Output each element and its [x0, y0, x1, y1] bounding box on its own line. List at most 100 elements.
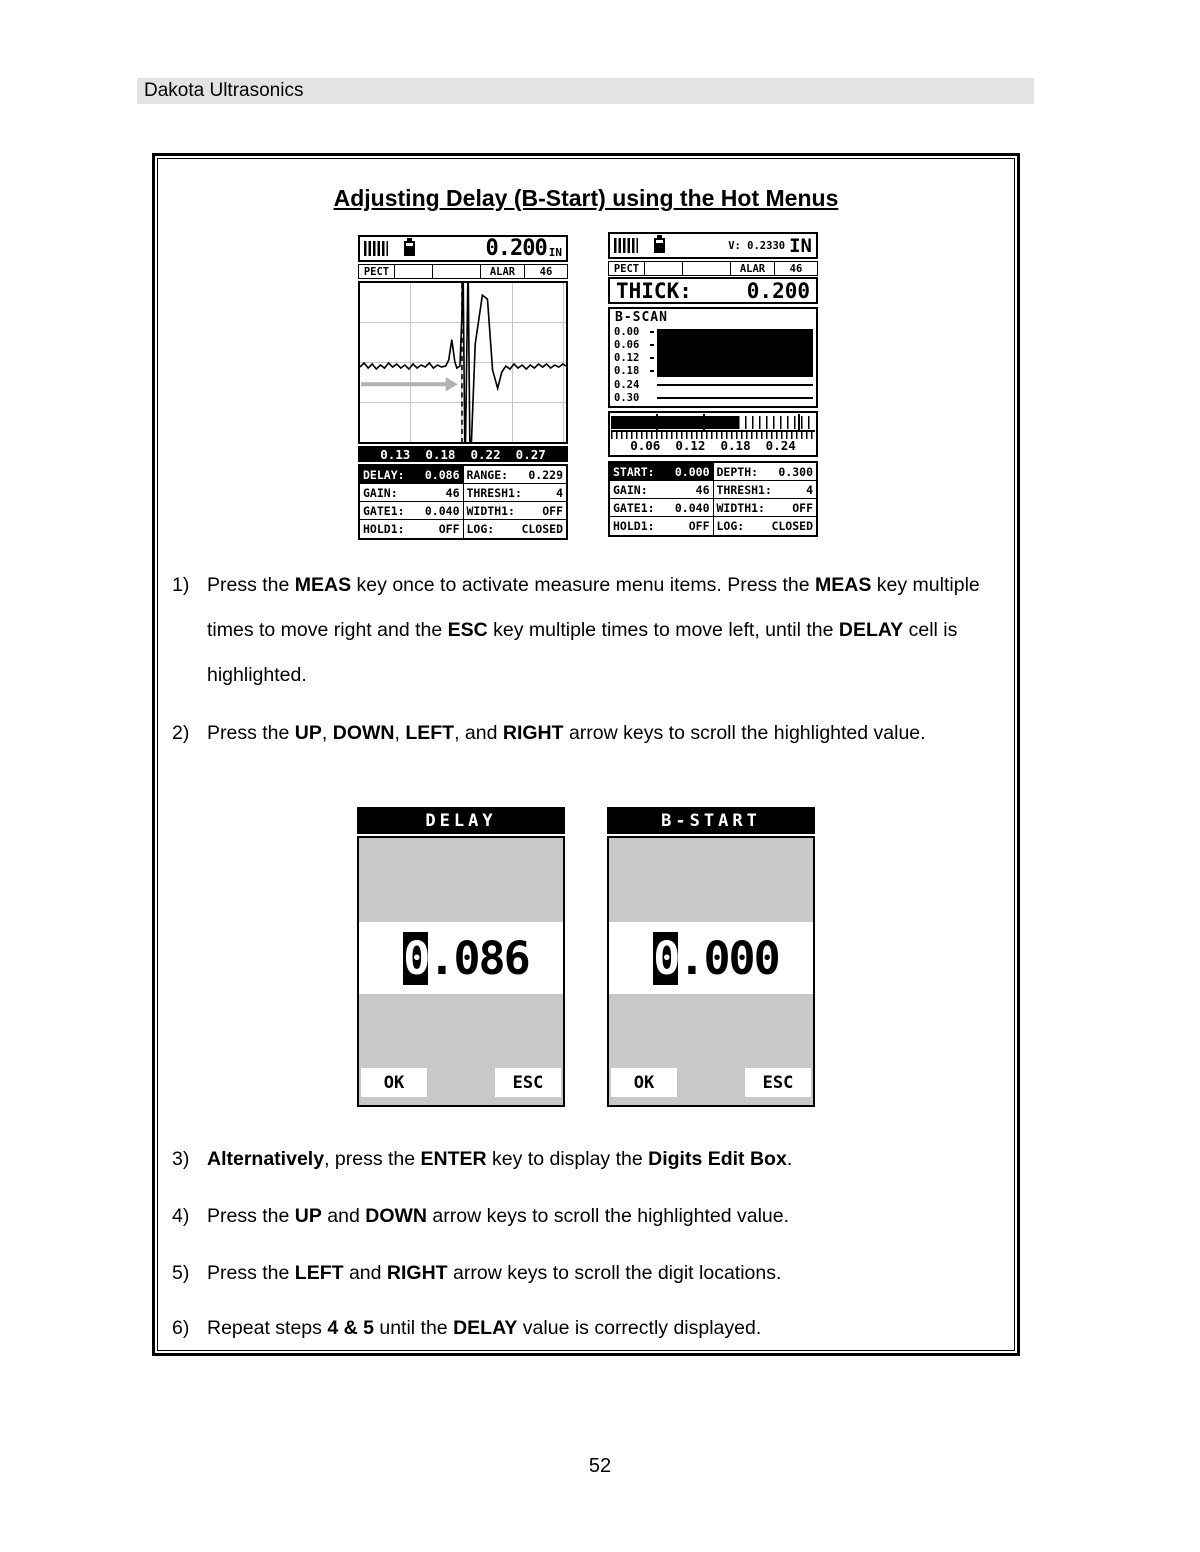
- menu-cell-alar[interactable]: ALAR: [481, 265, 525, 278]
- battery-icon: [404, 238, 415, 256]
- bscan-panel: B-SCAN 0.00 0.06 0.12 0.18 0.24 0.30: [608, 307, 818, 408]
- instruction-step-2: 2) Press the UP, DOWN, LEFT, and RIGHT a…: [168, 711, 1004, 756]
- ruler-divider: [656, 414, 658, 430]
- ruler-upper-ticks: [738, 416, 815, 429]
- thickness-reading: 0.200: [485, 236, 548, 261]
- gauge-screen-ascan: 0.200 IN PECT ALAR 46 0.13 0.18 0.22 0.2…: [358, 233, 568, 540]
- digits-edit-strip: 0.086: [359, 922, 563, 994]
- hot-menu-row: GAIN:46 THRESH1:4: [610, 481, 816, 499]
- ruler-baseline: [611, 430, 815, 432]
- esc-button[interactable]: ESC: [745, 1068, 811, 1097]
- hotmenu-cell-hold1[interactable]: HOLD1:OFF: [360, 520, 464, 538]
- depth-tick: [650, 331, 654, 333]
- step-text: Press the MEAS key once to activate meas…: [207, 574, 980, 686]
- depth-label: 0.12: [614, 352, 640, 364]
- page-title: Adjusting Delay (B-Start) using the Hot …: [333, 185, 839, 211]
- bscan-ruler: 0.06 0.12 0.18 0.24: [608, 411, 818, 457]
- depth-label: 0.18: [614, 365, 640, 377]
- hotmenu-cell-log[interactable]: LOG:CLOSED: [466, 522, 564, 536]
- content-frame-inner: Adjusting Delay (B-Start) using the Hot …: [157, 158, 1015, 1351]
- hotmenu-cell-gain[interactable]: GAIN:46: [610, 481, 714, 498]
- hotmenu-cell-width1[interactable]: WIDTH1:OFF: [466, 503, 564, 518]
- menu-cell-pect[interactable]: PECT: [609, 262, 645, 275]
- dialog-body: 0.000 OK ESC: [607, 836, 815, 1107]
- bscan-status-bar: V: 0.2330 IN: [608, 232, 818, 259]
- step-text: Repeat steps 4 & 5 until the DELAY value…: [207, 1317, 762, 1339]
- step-number: 3): [172, 1148, 190, 1170]
- digit-highlight: 0: [403, 931, 430, 985]
- ruler-progress-bar: [611, 416, 738, 429]
- hotmenu-cell-depth[interactable]: DEPTH:0.300: [716, 464, 814, 479]
- depth-label: 0.24: [614, 379, 640, 391]
- hotmenu-cell-range[interactable]: RANGE:0.229: [466, 467, 564, 482]
- thick-value: 0.200: [746, 278, 810, 303]
- dialog-delay: DELAY 0.086 OK ESC: [357, 807, 565, 1107]
- ok-button[interactable]: OK: [611, 1068, 677, 1097]
- hotmenu-cell-width1[interactable]: WIDTH1:OFF: [716, 500, 814, 515]
- signal-strength-icon: [364, 241, 388, 256]
- menu-cell-alar[interactable]: ALAR: [731, 262, 775, 275]
- ruler-divider: [703, 414, 705, 430]
- depth-label: 0.00: [614, 326, 640, 338]
- unit-label: IN: [548, 245, 562, 259]
- menu-cell-blank1[interactable]: [395, 265, 433, 278]
- depth-label: 0.06: [614, 339, 640, 351]
- menu-cell-blank1[interactable]: [645, 262, 683, 275]
- gauge-screen-bscan: V: 0.2330 IN PECT ALAR 46 THICK: 0.200 B…: [608, 230, 818, 537]
- digit-rest: .000: [678, 931, 780, 985]
- hotmenu-cell-thresh1[interactable]: THRESH1:4: [716, 482, 814, 497]
- waveform-area: [358, 281, 568, 444]
- instruction-step-1: 1) Press the MEAS key once to activate m…: [168, 563, 1004, 698]
- step-text: Press the UP and DOWN arrow keys to scro…: [207, 1205, 790, 1227]
- thick-label: THICK:: [616, 278, 692, 303]
- hotmenu-cell-gain[interactable]: GAIN:46: [360, 484, 464, 501]
- digits-edit-value: 0.086: [403, 931, 531, 985]
- step-number: 6): [172, 1317, 190, 1339]
- digits-edit-strip: 0.000: [609, 922, 813, 994]
- hotmenu-cell-hold1[interactable]: HOLD1:OFF: [610, 517, 714, 535]
- hotmenu-cell-gate1[interactable]: GATE1:0.040: [360, 502, 464, 519]
- dialog-title: DELAY: [357, 807, 565, 834]
- hot-menu-row: HOLD1:OFF LOG:CLOSED: [360, 520, 566, 538]
- signal-strength-icon: [614, 238, 638, 253]
- ruler-scale-labels: 0.06 0.12 0.18 0.24: [630, 438, 796, 453]
- depth-tick: [650, 370, 654, 372]
- hotmenu-cell-delay[interactable]: DELAY:0.086: [360, 466, 464, 483]
- digits-edit-value: 0.000: [653, 931, 781, 985]
- header-bar: Dakota Ultrasonics: [137, 78, 1034, 104]
- ruler-comb-ticks: [611, 431, 815, 439]
- ok-button[interactable]: OK: [361, 1068, 427, 1097]
- esc-button[interactable]: ESC: [495, 1068, 561, 1097]
- dialog-body: 0.086 OK ESC: [357, 836, 565, 1107]
- hotmenu-cell-log[interactable]: LOG:CLOSED: [716, 519, 814, 533]
- menu-cell-gain[interactable]: 46: [539, 265, 553, 278]
- step-number: 5): [172, 1262, 190, 1284]
- digit-highlight: 0: [653, 931, 680, 985]
- instruction-step-5: 5) Press the LEFT and RIGHT arrow keys t…: [168, 1258, 1004, 1288]
- step-number: 1): [172, 574, 190, 596]
- step-number: 2): [172, 722, 190, 744]
- menu-cell-blank2[interactable]: [433, 265, 481, 278]
- bscan-depth-line: [657, 397, 813, 399]
- step-text: Press the UP, DOWN, LEFT, and RIGHT arro…: [207, 722, 926, 744]
- hotmenu-cell-start[interactable]: START:0.000: [610, 463, 714, 480]
- bscan-fill-area: [657, 329, 813, 377]
- ruler-divider: [798, 414, 800, 430]
- bscan-menu-bar: PECT ALAR 46: [608, 261, 818, 276]
- step-number: 4): [172, 1205, 190, 1227]
- delay-arrow-head: [445, 377, 458, 392]
- menu-cell-gain[interactable]: 46: [789, 262, 803, 275]
- hotmenu-cell-gate1[interactable]: GATE1:0.040: [610, 499, 714, 516]
- hotmenu-cell-thresh1[interactable]: THRESH1:4: [466, 485, 564, 500]
- hot-menu-row: HOLD1:OFF LOG:CLOSED: [610, 517, 816, 535]
- instruction-step-3: 3) Alternatively, press the ENTER key to…: [168, 1144, 1004, 1174]
- velocity-reading: V: 0.2330: [728, 239, 786, 252]
- menu-cell-blank2[interactable]: [683, 262, 731, 275]
- depth-tick: [650, 357, 654, 359]
- menu-cell-pect[interactable]: PECT: [359, 265, 395, 278]
- instruction-step-6: 6) Repeat steps 4 & 5 until the DELAY va…: [168, 1313, 1004, 1343]
- brand-text: Dakota Ultrasonics: [144, 80, 304, 101]
- hot-menu-row: GAIN:46 THRESH1:4: [360, 484, 566, 502]
- hot-menu-row: GATE1:0.040 WIDTH1:OFF: [360, 502, 566, 520]
- content-frame: Adjusting Delay (B-Start) using the Hot …: [152, 153, 1020, 1356]
